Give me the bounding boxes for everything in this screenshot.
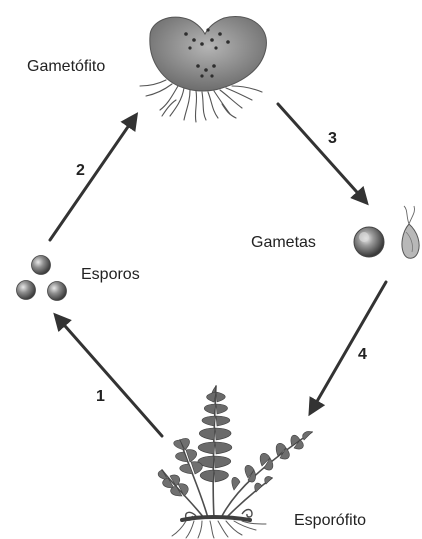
spore-cluster	[17, 256, 67, 301]
step-3-number: 3	[328, 130, 337, 148]
arrow-1	[58, 318, 162, 436]
gametophyte-label: Gametófito	[27, 58, 105, 76]
sporophyte-label: Esporófito	[294, 512, 366, 530]
gametophyte-illustration	[140, 16, 266, 122]
step-1-number: 1	[96, 388, 105, 406]
step-2-number: 2	[76, 162, 85, 180]
fern-sporophyte-illustration	[158, 386, 312, 538]
egg-cell-icon	[354, 227, 384, 257]
step-4-number: 4	[358, 346, 367, 364]
gametes-label: Gametas	[251, 234, 316, 252]
arrow-4	[312, 282, 386, 410]
arrow-2	[50, 118, 134, 240]
sperm-cell-icon	[402, 206, 419, 258]
arrow-3	[278, 104, 364, 200]
spores-label: Esporos	[81, 266, 140, 284]
